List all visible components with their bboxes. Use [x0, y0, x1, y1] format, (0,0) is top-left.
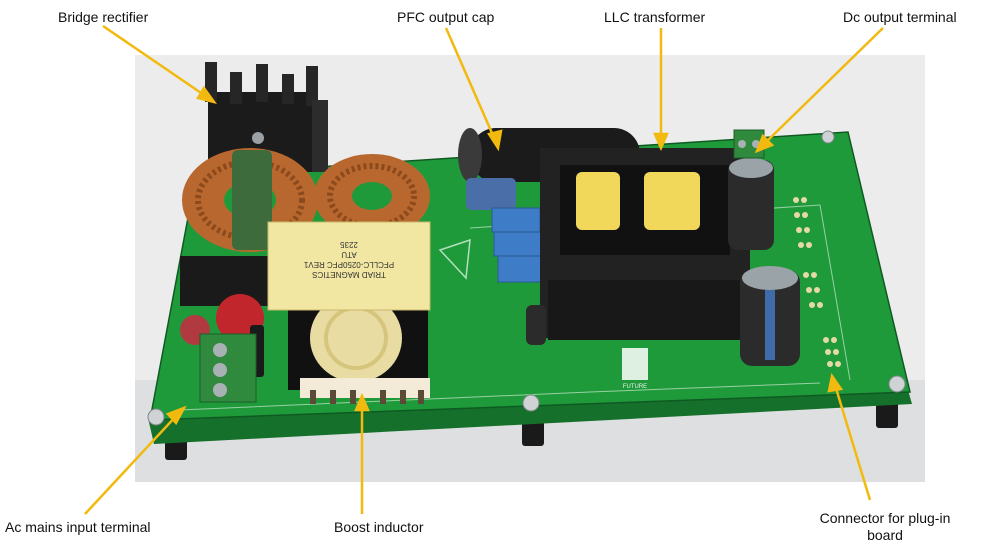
ac-mains-terminal-block	[199, 333, 257, 403]
transformer-label-line-2: PFCLLC-0250PFC REV1	[303, 260, 394, 269]
callout-connector-plug-in-board: Connector for plug-in board	[819, 510, 951, 543]
llc-transformer-body	[540, 148, 750, 340]
board-screws	[147, 130, 906, 426]
boost-inductor-body: TRIAD MAGNETICS PFCLLC-0250PFC REV1 ATU …	[267, 221, 431, 404]
transformer-label-line-1: TRIAD MAGNETICS	[312, 270, 386, 279]
callout-bridge-rectifier: Bridge rectifier	[58, 9, 149, 25]
svg-text:FUTURE: FUTURE	[623, 384, 647, 390]
callout-ac-mains-input-terminal: Ac mains input terminal	[5, 519, 151, 535]
callout-leaders	[84, 24, 884, 515]
film-capacitors	[491, 207, 547, 283]
small-electrolytic-cap	[526, 305, 546, 345]
future-logo: FUTURE	[622, 348, 648, 390]
plug-in-connector-pads	[793, 197, 841, 367]
output-capacitors	[728, 158, 800, 366]
callout-llc-transformer: LLC transformer	[604, 9, 706, 25]
transformer-label-line-4: 2235	[340, 240, 358, 249]
callout-pfc-output-cap: PFC output cap	[397, 9, 495, 25]
callout-boost-inductor: Boost inductor	[334, 519, 424, 535]
transformer-label-line-3: ATU	[341, 250, 357, 259]
callout-dc-output-terminal: Dc output terminal	[843, 9, 957, 25]
